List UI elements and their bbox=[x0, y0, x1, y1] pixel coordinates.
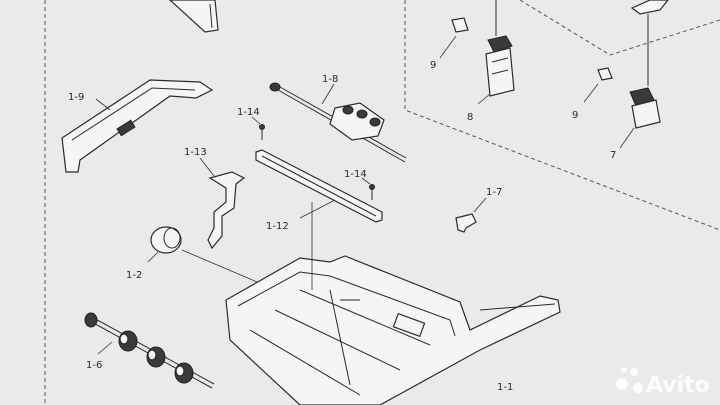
label-7: 7 bbox=[610, 150, 616, 161]
label-1-2: 1-2 bbox=[126, 270, 142, 281]
watermark-text: Avito bbox=[646, 373, 710, 398]
label-1-6: 1-6 bbox=[86, 360, 102, 371]
part-1-7-clip bbox=[455, 197, 487, 233]
part-top-bracket bbox=[169, 0, 219, 33]
part-labels: 1-9 1-8 1-14 1-13 1-14 1-12 1-7 1-2 1-6 … bbox=[68, 60, 616, 393]
label-8: 8 bbox=[467, 112, 473, 123]
part-1-2-gear bbox=[147, 226, 291, 297]
part-9-upper bbox=[439, 17, 469, 59]
part-7-sensor bbox=[619, 87, 661, 149]
label-1-9: 1-9 bbox=[68, 92, 84, 103]
avito-logo-icon bbox=[616, 367, 643, 393]
label-1-7: 1-7 bbox=[486, 187, 502, 198]
part-1-12-rail bbox=[255, 149, 383, 223]
part-1-1-main-frame bbox=[225, 202, 561, 405]
part-1-9-cover bbox=[61, 79, 214, 173]
label-9-lower: 9 bbox=[572, 110, 578, 121]
part-1-6-roller-shaft bbox=[84, 312, 215, 389]
part-1-14-screws bbox=[251, 116, 375, 200]
part-8-sensor bbox=[477, 0, 515, 105]
avito-watermark: Avito bbox=[616, 367, 710, 398]
part-1-13-bracket bbox=[199, 157, 246, 250]
label-1-8: 1-8 bbox=[322, 74, 338, 85]
part-9-lower bbox=[583, 67, 613, 103]
label-1-1: 1-1 bbox=[497, 382, 513, 393]
label-1-14-upper: 1-14 bbox=[237, 107, 260, 118]
label-9-upper: 9 bbox=[430, 60, 436, 71]
label-1-13: 1-13 bbox=[184, 147, 207, 158]
assembly-boundary-lines bbox=[44, 0, 720, 405]
label-1-12: 1-12 bbox=[266, 221, 289, 232]
part-top-right-latch bbox=[630, 0, 669, 86]
part-1-8-roller-shaft bbox=[269, 82, 407, 163]
label-1-14-lower: 1-14 bbox=[344, 169, 367, 180]
